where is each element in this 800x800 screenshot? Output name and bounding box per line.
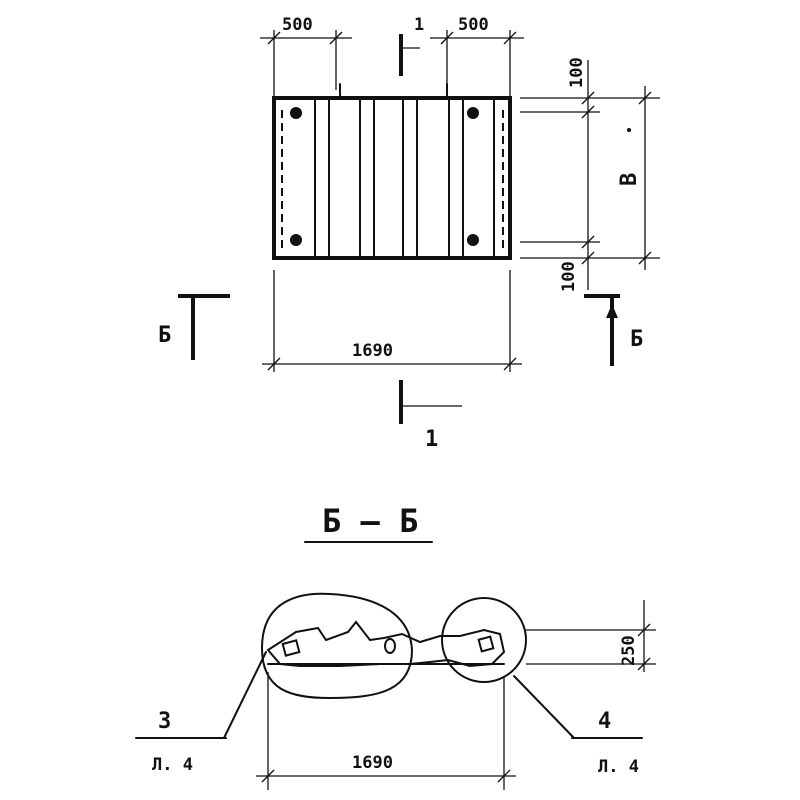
detail-circle-left bbox=[260, 592, 414, 700]
section-mark-1-bottom-group: 1 bbox=[399, 380, 462, 452]
dim-100-bottom: 100 bbox=[559, 261, 579, 292]
anchor-bolt bbox=[290, 234, 302, 246]
plan-view bbox=[272, 83, 512, 260]
plan-right-dimensions: 100 100 B bbox=[520, 57, 660, 292]
callout-leader-left bbox=[223, 651, 267, 739]
section-b-left: Б bbox=[158, 323, 171, 348]
anchor-bolt bbox=[467, 107, 479, 119]
embedded-plate-left bbox=[281, 639, 301, 657]
callout-left-sheet: Л. 4 bbox=[152, 755, 193, 775]
dim-height-b: B bbox=[617, 173, 642, 186]
dim-250: 250 bbox=[619, 635, 639, 666]
section-b-right: Б bbox=[630, 327, 643, 352]
section-markers-b: Б Б bbox=[158, 294, 643, 366]
anchor-bolt bbox=[290, 107, 302, 119]
callout-right-sheet: Л. 4 bbox=[598, 757, 639, 777]
callout-right-number: 4 bbox=[598, 709, 611, 734]
stray-mark bbox=[627, 128, 631, 132]
void-ellipse bbox=[384, 638, 396, 654]
section-mark-1-top: 1 bbox=[414, 15, 424, 35]
dim-1690-plan: 1690 bbox=[352, 341, 393, 361]
section-mark-1-bottom: 1 bbox=[425, 427, 438, 452]
section-view: Б — Б 250 1690 3 Л. 4 4 Л. 4 bbox=[135, 502, 656, 790]
plan-slab-outline bbox=[272, 96, 512, 260]
dim-1690-section: 1690 bbox=[352, 753, 393, 773]
embedded-plate-right bbox=[477, 635, 495, 653]
detail-circle-right bbox=[441, 597, 527, 683]
callout-leader-right bbox=[513, 675, 575, 739]
anchor-bolt bbox=[467, 234, 479, 246]
dim-500-left: 500 bbox=[282, 15, 313, 35]
plan-top-dimensions: 500 500 1 bbox=[260, 15, 524, 96]
dim-100-top: 100 bbox=[567, 57, 587, 88]
plan-bottom-dimension: 1690 bbox=[262, 270, 522, 372]
dim-500-right: 500 bbox=[458, 15, 489, 35]
callout-left-number: 3 bbox=[158, 709, 171, 734]
section-title: Б — Б bbox=[322, 502, 418, 540]
